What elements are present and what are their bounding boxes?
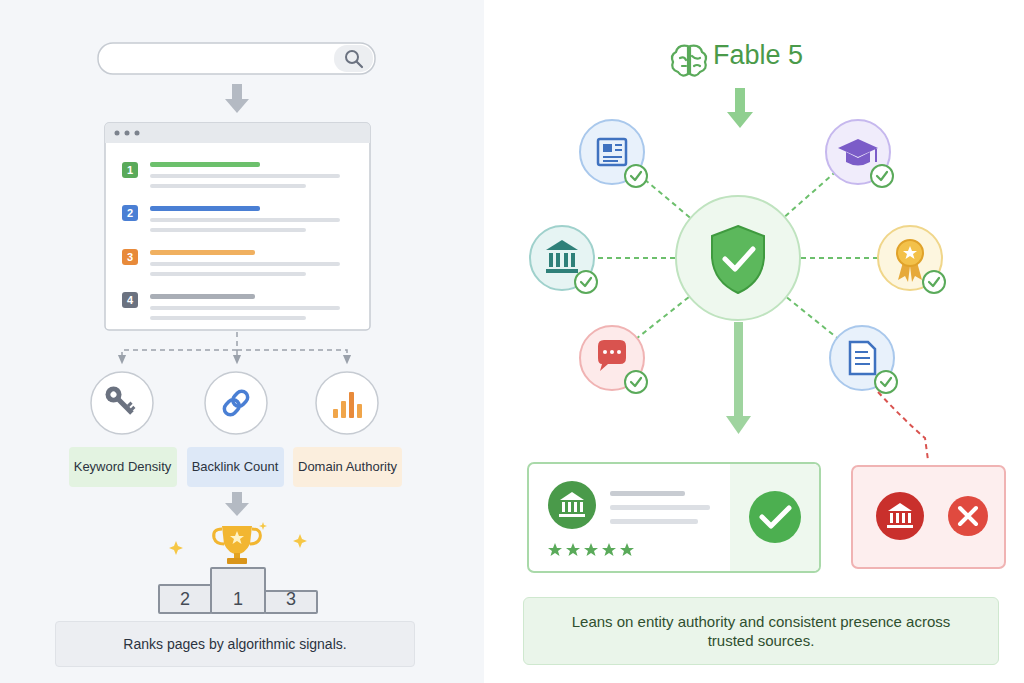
rank-badge: 1 (122, 162, 138, 178)
node-text: 3 (127, 250, 133, 264)
signal-tag: Backlink Count (187, 447, 284, 487)
podium-step: 1 (210, 567, 266, 614)
rank-badge: 3 (122, 249, 138, 265)
node-text: Domain Authority (298, 459, 397, 476)
rank-badge: 2 (122, 205, 138, 221)
signal-tag: Domain Authority (293, 447, 402, 487)
podium-step: 3 (264, 590, 318, 614)
node-text: 2 (180, 588, 190, 611)
brand-title: Fable 5 (713, 40, 803, 71)
caption-box: Leans on entity authority and consistent… (523, 597, 999, 665)
rank-badge: 4 (122, 292, 138, 308)
node-text: 1 (233, 588, 243, 611)
node-text: 3 (286, 588, 296, 611)
node-text: 1 (127, 163, 133, 177)
node-text: Backlink Count (192, 459, 279, 476)
node-text: Ranks pages by algorithmic signals. (123, 635, 346, 653)
caption-box: Ranks pages by algorithmic signals. (55, 621, 415, 667)
node-text: 2 (127, 206, 133, 220)
node-text: Keyword Density (74, 459, 172, 476)
podium-step: 2 (158, 584, 212, 614)
signal-tag: Keyword Density (69, 447, 177, 487)
node-text: 4 (127, 293, 133, 307)
node-text: Leans on entity authority and consistent… (564, 612, 958, 651)
